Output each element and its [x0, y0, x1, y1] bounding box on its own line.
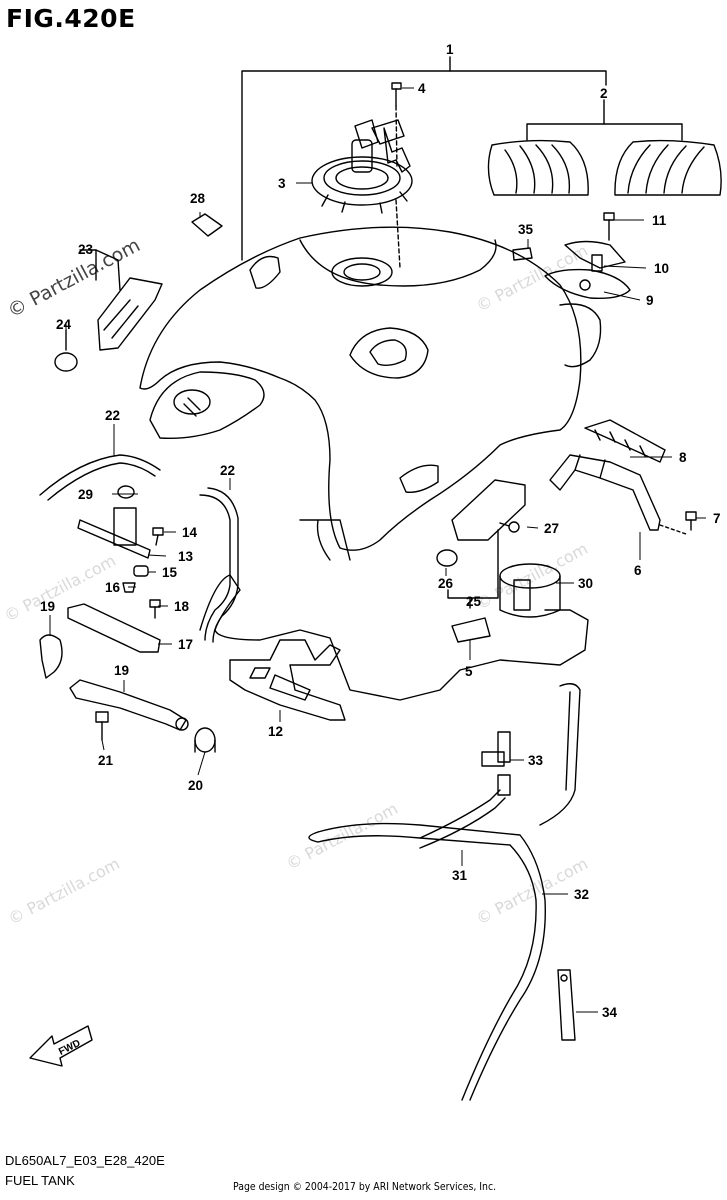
- watermark: © Partzilla.com: [1, 551, 119, 626]
- bolt-4: [391, 82, 402, 169]
- bracket-6: [549, 454, 661, 531]
- nut-16: [122, 582, 136, 593]
- hose-32-inner: [317, 835, 537, 1101]
- cushion-20: [194, 727, 216, 753]
- callout-15: 15: [162, 565, 178, 580]
- callout-10: 10: [654, 261, 669, 276]
- knee-pad-right: [614, 139, 722, 196]
- clamp-30: [499, 563, 561, 618]
- callout-4: 4: [418, 81, 426, 96]
- hose-22-center-inner: [207, 487, 239, 643]
- three-way-joint: [481, 731, 511, 796]
- bolt-11: [603, 212, 615, 241]
- callout-25: 25: [466, 594, 482, 609]
- hose-31-inner: [419, 797, 506, 849]
- hose-22-center: [199, 494, 231, 641]
- pad-8: [584, 419, 666, 463]
- callout-35: 35: [518, 222, 534, 237]
- callout-6: 6: [634, 563, 642, 578]
- hose-right-inner: [565, 691, 571, 791]
- leader-line: [395, 199, 401, 269]
- callout-11: 11: [652, 213, 667, 228]
- bracket-23: [54, 249, 163, 372]
- callout-19b: 19: [114, 663, 129, 678]
- diagram-code: DL650AL7_E03_E28_420E: [5, 1153, 165, 1168]
- cushion-15: [133, 565, 149, 577]
- bracket-19: [39, 634, 63, 679]
- knee-pad-left: [487, 139, 589, 196]
- callout-5: 5: [465, 664, 473, 679]
- watermark: © Partzilla.com: [473, 539, 591, 614]
- callout-8: 8: [679, 450, 687, 465]
- pad-35: [512, 247, 533, 261]
- plate-17: [67, 603, 161, 653]
- figure-title: FIG.420E: [6, 4, 136, 33]
- callout-13: 13: [178, 549, 194, 564]
- callout-26: 26: [438, 576, 454, 591]
- callout-31: 31: [452, 868, 468, 883]
- bracket-9: [544, 268, 631, 300]
- callout-20: 20: [188, 778, 203, 793]
- grommet-29: [117, 485, 135, 499]
- fuel-tank: [139, 226, 602, 561]
- callout-3: 3: [278, 176, 286, 191]
- bolt-14: [152, 527, 164, 546]
- callout-19a: 19: [40, 599, 55, 614]
- callout-16: 16: [105, 580, 121, 595]
- bolt-21: [95, 711, 109, 741]
- hose-31: [419, 789, 501, 839]
- watermark: © Partzilla.com: [5, 854, 123, 929]
- callout-22b: 22: [220, 463, 235, 478]
- bracket-25: [436, 479, 526, 609]
- clip-34: [557, 969, 576, 1041]
- callout-7: 7: [713, 511, 721, 526]
- callout-bracket-1: [241, 56, 607, 261]
- bolt-7: [659, 511, 697, 535]
- callout-28: 28: [190, 191, 206, 206]
- hose-end: [308, 831, 319, 843]
- hose-right: [539, 683, 581, 826]
- diagram-name: FUEL TANK: [5, 1173, 75, 1188]
- rubber-28: [191, 213, 223, 237]
- callout-21: 21: [98, 753, 114, 768]
- bolt-27: [499, 521, 520, 533]
- washer: [175, 717, 189, 731]
- callout-33: 33: [528, 753, 544, 768]
- callout-24: 24: [56, 317, 72, 332]
- hose-19: [69, 679, 187, 731]
- callout-labels: 1 2 3 4 5 6 7 8 9 10 11 12 13 14 15 16 1…: [40, 42, 721, 1020]
- callout-34: 34: [602, 1005, 618, 1020]
- hose-22-left: [39, 454, 161, 496]
- fuel-cap: [311, 119, 413, 214]
- callout-23: 23: [78, 242, 94, 257]
- fwd-arrow: [29, 1025, 93, 1067]
- callout-bracket-2: [526, 99, 683, 141]
- strap-13: [77, 507, 151, 559]
- hose-32: [317, 822, 546, 1101]
- hose-22-left-inner: [47, 462, 156, 501]
- bolt-18: [149, 599, 161, 619]
- callout-22a: 22: [105, 408, 120, 423]
- copyright: Page design © 2004-2017 by ARI Network S…: [233, 1180, 497, 1193]
- callout-12: 12: [268, 724, 283, 739]
- callout-29: 29: [78, 487, 93, 502]
- callout-32: 32: [574, 887, 589, 902]
- callout-1: 1: [446, 42, 454, 57]
- cushion-5: [451, 617, 491, 643]
- callout-2: 2: [600, 86, 608, 101]
- callout-30: 30: [578, 576, 593, 591]
- callout-17: 17: [178, 637, 193, 652]
- callout-9: 9: [646, 293, 654, 308]
- callout-14: 14: [182, 525, 198, 540]
- leader-lines: [49, 87, 706, 1013]
- callout-18: 18: [174, 599, 190, 614]
- callout-27: 27: [544, 521, 559, 536]
